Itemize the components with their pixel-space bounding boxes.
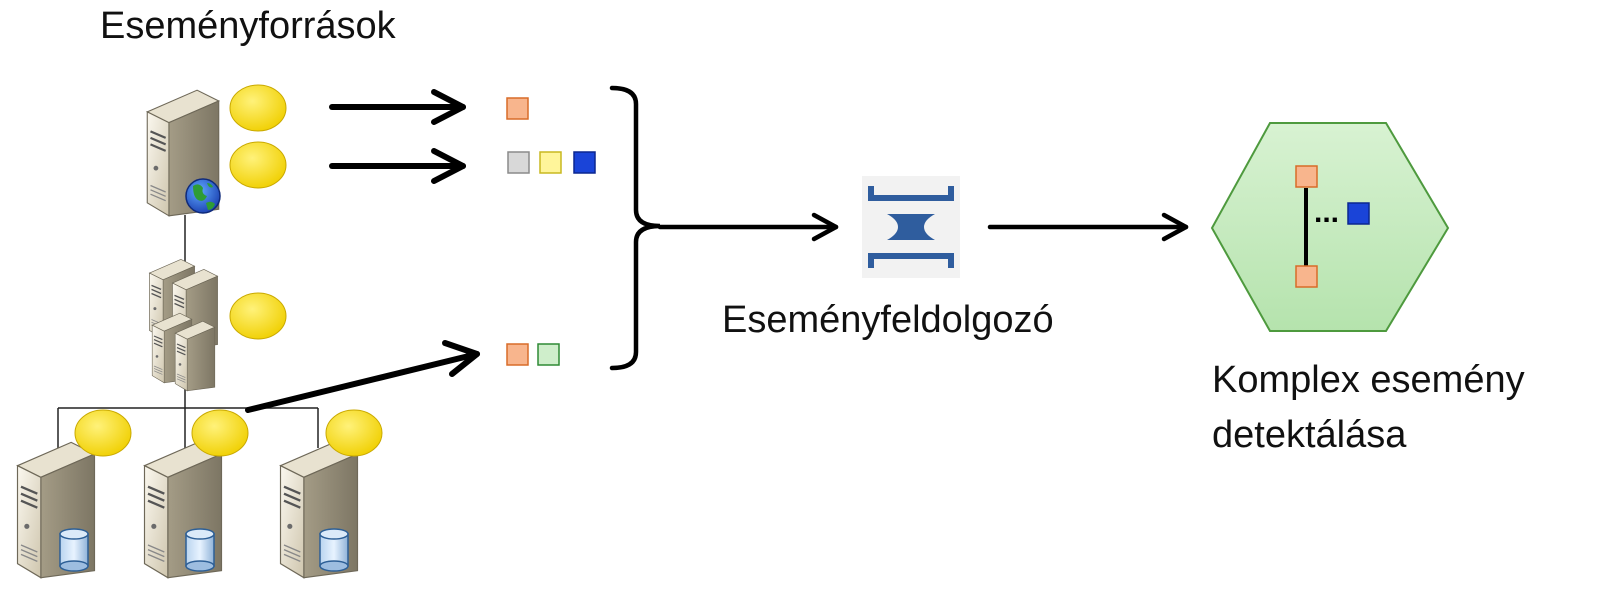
web-server-icon	[147, 90, 221, 216]
event-square-grey	[507, 151, 530, 174]
event-squares	[506, 97, 596, 366]
event-square-orange	[506, 343, 529, 366]
complex-event-hexagon-icon: ...	[1210, 122, 1450, 332]
ellipsis-text: ...	[1314, 196, 1339, 229]
database-server-middle-icon	[145, 442, 222, 577]
event-square-green	[537, 343, 560, 366]
event-square-blue	[573, 151, 596, 174]
database-server-left-icon	[18, 442, 95, 577]
event-marker	[325, 409, 383, 457]
database-icon	[59, 528, 89, 572]
bracket	[609, 85, 661, 371]
event-square-lightyellow	[539, 151, 562, 174]
xi-operator-icon	[862, 176, 960, 278]
database-icon	[319, 528, 349, 572]
globe-icon	[185, 178, 221, 214]
flow-arrows	[657, 212, 1189, 242]
event-marker	[229, 292, 287, 340]
database-server-right-icon	[281, 442, 358, 577]
event-marker	[74, 409, 132, 457]
event-square-orange	[506, 97, 529, 120]
event-processor-label: Eseményfeldolgozó	[722, 299, 1054, 341]
complex-event-label-line2: detektálása	[1212, 414, 1407, 456]
event-marker	[191, 409, 249, 457]
event-square-blue	[1347, 202, 1370, 225]
complex-event-label-line1: Komplex esemény	[1212, 359, 1525, 401]
event-square-orange	[1295, 265, 1318, 288]
source-arrows	[245, 89, 480, 413]
arrow-3	[245, 351, 480, 413]
server-cluster-icon	[149, 259, 217, 390]
event-square-orange	[1295, 165, 1318, 188]
event-marker	[229, 141, 287, 189]
event-marker	[229, 84, 287, 132]
database-icon	[185, 528, 215, 572]
event-sources-label: Eseményforrások	[100, 5, 396, 47]
event-markers	[74, 84, 383, 457]
